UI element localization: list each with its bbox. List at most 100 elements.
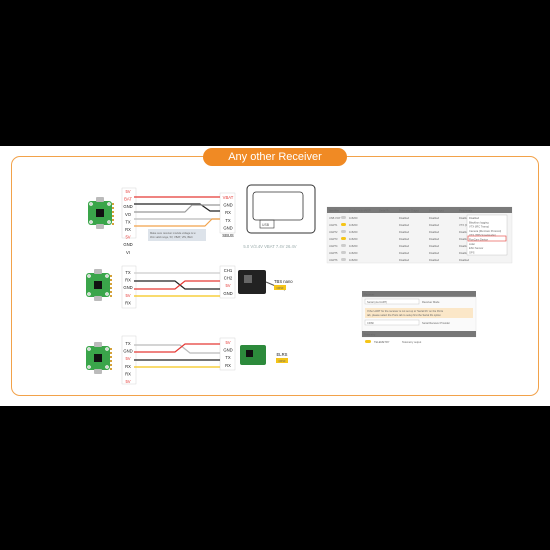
ports-cell: Disabled — [399, 258, 410, 262]
telemetry-label: Telemetry output — [402, 340, 421, 344]
tbs-tag-bg — [274, 285, 286, 290]
fc-mcu-chip — [96, 209, 104, 217]
receiver-1-voltage: 5.0 V/3.4V VBAT 7.4V 26.4V — [243, 244, 296, 249]
fc-pad-label: 5V — [125, 293, 130, 298]
rx1-pin-box — [219, 192, 236, 234]
mounting-hole-inner — [90, 221, 92, 223]
dropdown-option: VTX (TBS SmartAudio) — [469, 233, 496, 237]
fc-pad-label: RX — [125, 278, 131, 283]
rx3-pin-box — [219, 337, 236, 371]
ports-cell: Disabled — [429, 237, 440, 241]
receiver-warning-1: If the UART for the receiver is not set … — [367, 309, 444, 313]
ports-cell: UART2 — [329, 230, 338, 234]
ports-cell: 115200 — [349, 223, 358, 227]
fc-pad-label: GND — [123, 204, 132, 209]
fc-pad-label: 5V — [125, 235, 130, 240]
ports-cell: Disabled — [429, 216, 440, 220]
wiring-note-2: ithin valid range, 5V, VBAT, VIN, BEC — [150, 235, 193, 239]
ports-cell: Disabled — [459, 230, 470, 234]
dropdown-option: Disabled — [469, 216, 480, 220]
elrs-tag-bg — [276, 358, 288, 363]
telemetry-toggle — [365, 340, 371, 343]
fc-pad-label: GND — [123, 242, 132, 247]
fc-pad — [110, 360, 112, 362]
ports-header-cell: Telemetry Output — [399, 208, 419, 212]
usb-port-bottom — [96, 224, 104, 229]
fc-pad — [110, 348, 112, 350]
fc-pad — [110, 287, 112, 289]
fc-pad-label: RX — [125, 227, 131, 232]
fc-pad-label: GND — [223, 291, 232, 296]
ports-cell: UART6 — [329, 258, 338, 262]
ports-header-cell: Peripherals — [459, 208, 473, 212]
fc-pad-label: GND — [223, 203, 232, 208]
fc-pad — [110, 291, 112, 293]
ports-cell: 115200 — [349, 251, 358, 255]
receiver-mode-label: Receiver Mode — [422, 300, 440, 304]
fc-pad-label: RX — [225, 210, 231, 215]
receiver-mode-select — [364, 298, 420, 305]
fc-mcu-chip — [94, 281, 102, 289]
ports-cell: Disabled — [399, 216, 410, 220]
ports-toggle — [341, 244, 346, 247]
ports-toggle — [341, 223, 346, 226]
fc-pad-label: CH2 — [224, 276, 233, 281]
ports-cell: 115200 — [349, 216, 358, 220]
receiver-1-body — [246, 184, 316, 234]
ports-cell: Disabled — [429, 258, 440, 262]
fc-pad-label: GND — [123, 285, 132, 290]
fc-pad — [112, 211, 114, 213]
fc-pad — [110, 295, 112, 297]
ports-cell: Disabled — [399, 244, 410, 248]
ports-toggle — [341, 230, 346, 233]
fc1-pad-box — [121, 187, 137, 239]
dropdown-option: Blackbox logging — [469, 220, 489, 224]
ports-toggle — [341, 237, 346, 240]
dropdown-option: ESC Sensor — [469, 246, 483, 250]
flight-controller-1 — [88, 197, 114, 229]
ports-cell: Disabled — [399, 223, 410, 227]
dropdown-highlight — [467, 235, 507, 242]
usb-port-bottom — [94, 369, 102, 374]
wire3-5v — [134, 343, 220, 353]
receiver-warning-2: tab, please select the Ports tab to setu… — [367, 313, 441, 317]
fc-pad-label: GND — [223, 348, 232, 353]
ports-cell: Disabled — [459, 244, 470, 248]
note-box — [148, 229, 206, 241]
provider-label: Serial Receiver Provider — [422, 321, 450, 325]
receiver-mode-value: Serial (via UART) — [367, 300, 387, 304]
provider-select — [364, 319, 420, 326]
ports-table-header — [327, 207, 512, 213]
wire3-tx — [134, 344, 220, 354]
ports-cell: Disabled — [459, 216, 470, 220]
ports-cell: UART4 — [329, 244, 338, 248]
fc-pad-label: BAT — [124, 197, 132, 202]
ports-cell: Disabled — [429, 230, 440, 234]
fc-pad-label: GND — [123, 349, 132, 354]
usb-port-bottom — [94, 296, 102, 301]
ports-cell: UART5 — [329, 251, 338, 255]
receiver-1-usb-label: USB — [262, 223, 270, 227]
mounting-hole-inner — [88, 348, 90, 350]
fc-pad — [112, 203, 114, 205]
telemetry-toggle-label: TELEMETRY — [374, 340, 390, 344]
ports-cell: Disabled — [429, 251, 440, 255]
wire-rx — [134, 204, 220, 213]
ports-cell: 115200 — [349, 244, 358, 248]
fc-pad — [110, 368, 112, 370]
wire2-5v — [134, 280, 220, 290]
mounting-hole-inner — [106, 348, 108, 350]
fc-pad-label: 5V — [225, 340, 230, 345]
mounting-hole-inner — [108, 221, 110, 223]
fc-pad — [110, 279, 112, 281]
dropdown-option: VTX (IRC Tramp) — [469, 225, 489, 229]
ports-cell: Disabled — [459, 251, 470, 255]
mounting-hole-inner — [90, 203, 92, 205]
fc-pad-label: VBAT — [223, 195, 234, 200]
ports-cell: USB VCP — [329, 216, 341, 220]
dropdown-option: Lidar — [469, 242, 475, 246]
elrs-tag: CRSF — [278, 359, 285, 363]
telemetry-title: Telemetry — [364, 332, 376, 336]
mounting-hole-inner — [106, 366, 108, 368]
